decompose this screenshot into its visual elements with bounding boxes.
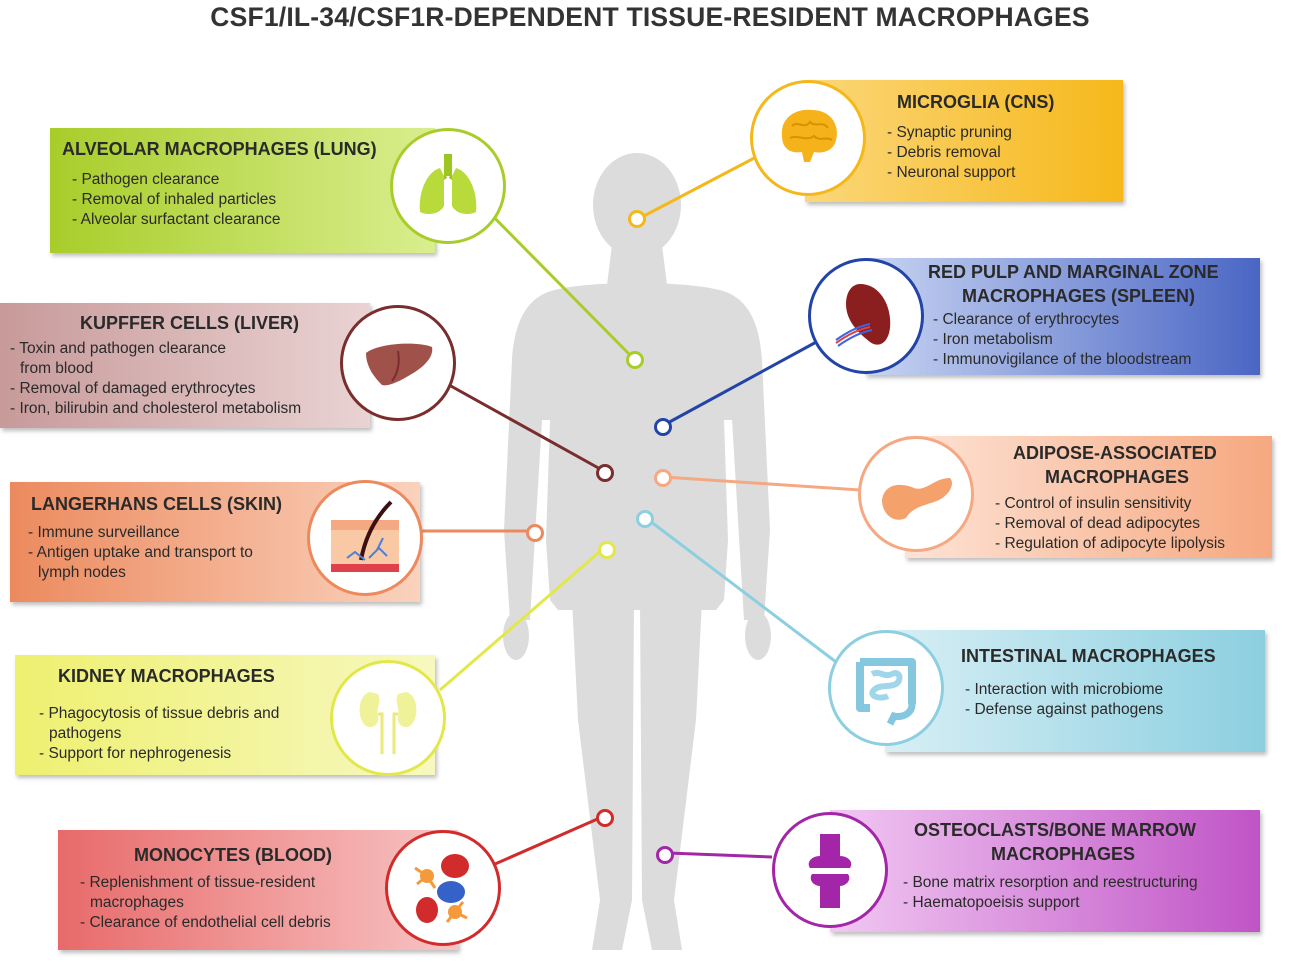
panel-liver-list: - Toxin and pathogen clearance from bloo… xyxy=(10,339,301,419)
panel-skin-title: LANGERHANS CELLS (SKIN) xyxy=(31,494,282,514)
liver-icon xyxy=(340,305,456,421)
dot-adipose xyxy=(654,469,672,487)
dot-liver xyxy=(596,464,614,482)
panel-intestine-list: - Interaction with microbiome - Defense … xyxy=(965,680,1163,720)
list-item: - Clearance of endothelial cell debris xyxy=(80,914,331,931)
panel-lung: ALVEOLAR MACROPHAGES (LUNG) - Pathogen c… xyxy=(50,128,435,253)
list-item: - Neuronal support xyxy=(887,164,1016,181)
list-item: - Replenishment of tissue-resident xyxy=(80,874,316,891)
knee-joint-icon xyxy=(772,812,888,928)
list-item: macrophages xyxy=(90,894,184,911)
dot-lung xyxy=(626,351,644,369)
panel-intestine-title: INTESTINAL MACROPHAGES xyxy=(961,646,1216,666)
list-item: - Regulation of adipocyte lipolysis xyxy=(995,535,1226,552)
panel-blood-title: MONOCYTES (BLOOD) xyxy=(134,845,332,865)
list-item: - Phagocytosis of tissue debris and xyxy=(39,705,280,722)
dot-intestine xyxy=(636,510,654,528)
intestine-icon xyxy=(828,630,944,746)
list-item: - Haematopoeisis support xyxy=(903,894,1080,911)
panel-cns-title: MICROGLIA (CNS) xyxy=(897,92,1055,112)
panel-spleen-title-2: MACROPHAGES (SPLEEN) xyxy=(962,286,1196,306)
panel-lung-list: - Pathogen clearance - Removal of inhale… xyxy=(72,170,281,230)
panel-bone: OSTEOCLASTS/BONE MARROW MACROPHAGES - Bo… xyxy=(830,810,1260,932)
panel-spleen: RED PULP AND MARGINAL ZONE MACROPHAGES (… xyxy=(865,258,1260,375)
list-item: - Synaptic pruning xyxy=(887,124,1012,141)
list-item: - Debris removal xyxy=(887,144,1001,161)
figure-title: CSF1/IL-34/CSF1R-DEPENDENT TISSUE-RESIDE… xyxy=(210,2,1090,32)
panel-liver: KUPFFER CELLS (LIVER) - Toxin and pathog… xyxy=(0,303,370,428)
list-item: from blood xyxy=(20,360,94,377)
skin-hair-follicle-icon xyxy=(307,480,423,596)
dot-cns xyxy=(628,210,646,228)
panel-lung-title: ALVEOLAR MACROPHAGES (LUNG) xyxy=(62,139,377,159)
list-item: - Pathogen clearance xyxy=(72,171,220,188)
lungs-icon xyxy=(390,128,506,244)
list-item: - Alveolar surfactant clearance xyxy=(72,211,281,228)
panel-spleen-list: - Clearance of erythrocytes - Iron metab… xyxy=(933,310,1191,370)
list-item: - Immunovigilance of the bloodstream xyxy=(933,351,1192,368)
panel-intestine: INTESTINAL MACROPHAGES - Interaction wit… xyxy=(885,630,1265,752)
panel-kidney-title: KIDNEY MACROPHAGES xyxy=(58,666,275,686)
list-item: - Removal of inhaled particles xyxy=(72,191,277,208)
list-item: - Iron metabolism xyxy=(933,331,1053,348)
dot-blood xyxy=(596,809,614,827)
list-item: - Toxin and pathogen clearance xyxy=(10,340,227,357)
list-item: - Control of insulin sensitivity xyxy=(995,495,1192,512)
human-silhouette xyxy=(503,153,771,950)
pancreas-adipose-icon xyxy=(858,436,974,552)
dot-spleen xyxy=(654,418,672,436)
brain-icon xyxy=(750,80,866,196)
list-item: - Bone matrix resorption and reestructur… xyxy=(903,874,1198,891)
spleen-icon xyxy=(808,258,924,374)
panel-bone-title-2: MACROPHAGES xyxy=(991,844,1136,864)
list-item: - Removal of dead adipocytes xyxy=(995,515,1201,532)
panel-kidney-list: - Phagocytosis of tissue debris and path… xyxy=(39,704,279,764)
list-item: - Iron, bilirubin and cholesterol metabo… xyxy=(10,400,302,417)
panel-adipose-title-2: MACROPHAGES xyxy=(1045,467,1190,487)
list-item: - Clearance of erythrocytes xyxy=(933,311,1120,328)
panel-spleen-title-1: RED PULP AND MARGINAL ZONE xyxy=(928,262,1219,282)
list-item: - Antigen uptake and transport to xyxy=(28,544,253,561)
panel-adipose-list: - Control of insulin sensitivity - Remov… xyxy=(995,494,1225,554)
panel-blood-list: - Replenishment of tissue-resident macro… xyxy=(80,873,331,933)
dot-skin xyxy=(526,524,544,542)
list-item: - Support for nephrogenesis xyxy=(39,745,232,762)
blood-cells-icon xyxy=(385,830,501,946)
panel-bone-title-1: OSTEOCLASTS/BONE MARROW xyxy=(914,820,1196,840)
list-item: - Immune surveillance xyxy=(28,524,180,541)
list-item: - Defense against pathogens xyxy=(965,701,1164,718)
panel-liver-title: KUPFFER CELLS (LIVER) xyxy=(80,313,299,333)
list-item: - Removal of damaged erythrocytes xyxy=(10,380,256,397)
list-item: pathogens xyxy=(49,725,122,742)
dot-kidney xyxy=(598,541,616,559)
list-item: lymph nodes xyxy=(38,564,126,581)
dot-bone xyxy=(656,846,674,864)
panel-cns-list: - Synaptic pruning - Debris removal - Ne… xyxy=(887,123,1015,183)
list-item: - Interaction with microbiome xyxy=(965,681,1164,698)
panel-adipose-title-1: ADIPOSE-ASSOCIATED xyxy=(1013,443,1217,463)
panel-skin-list: - Immune surveillance - Antigen uptake a… xyxy=(28,523,253,583)
kidneys-icon xyxy=(330,660,446,776)
panel-bone-list: - Bone matrix resorption and reestructur… xyxy=(903,873,1198,913)
